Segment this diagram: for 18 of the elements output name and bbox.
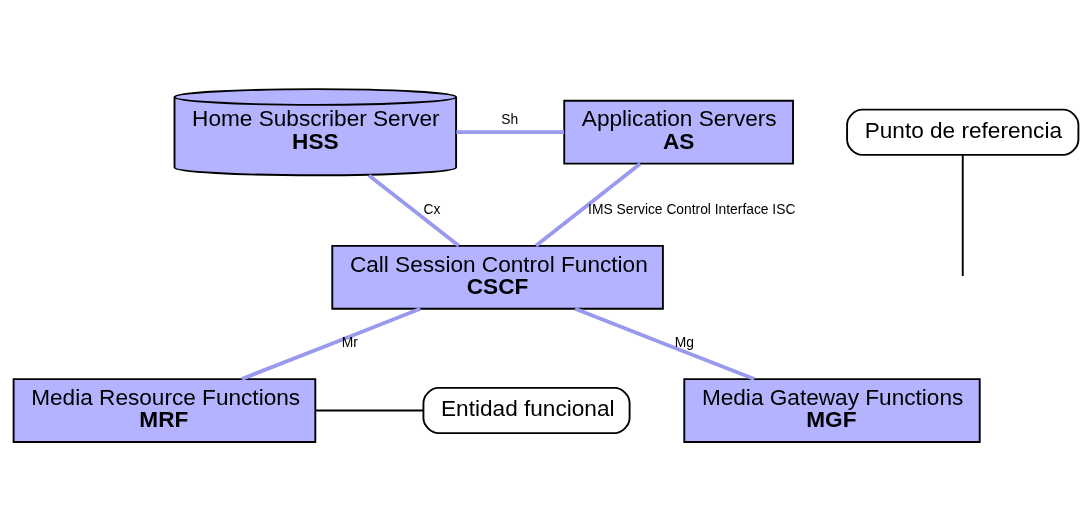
- edge-label: Mg: [674, 334, 695, 351]
- node-box: Call Session Control Function CSCF: [331, 244, 664, 310]
- connector: [314, 409, 424, 412]
- connector: [367, 174, 460, 248]
- node-box: Application Servers AS: [563, 99, 794, 165]
- node-box: Entidad funcional: [422, 386, 631, 435]
- connector: [241, 307, 422, 381]
- connector: [961, 154, 964, 277]
- edge-label: IMS Service Control Interface ISC: [588, 201, 796, 218]
- edge-label: Sh: [501, 111, 519, 128]
- edge-label: Cx: [423, 201, 441, 218]
- node-box: Media Resource Functions MRF: [12, 378, 317, 443]
- connector: [456, 130, 565, 135]
- edge-label: Mr: [341, 334, 358, 351]
- connector: [534, 162, 642, 248]
- connector: [574, 307, 755, 381]
- node-box: Media Gateway Functions MGF: [683, 378, 981, 443]
- node-box: Punto de referencia: [846, 108, 1080, 156]
